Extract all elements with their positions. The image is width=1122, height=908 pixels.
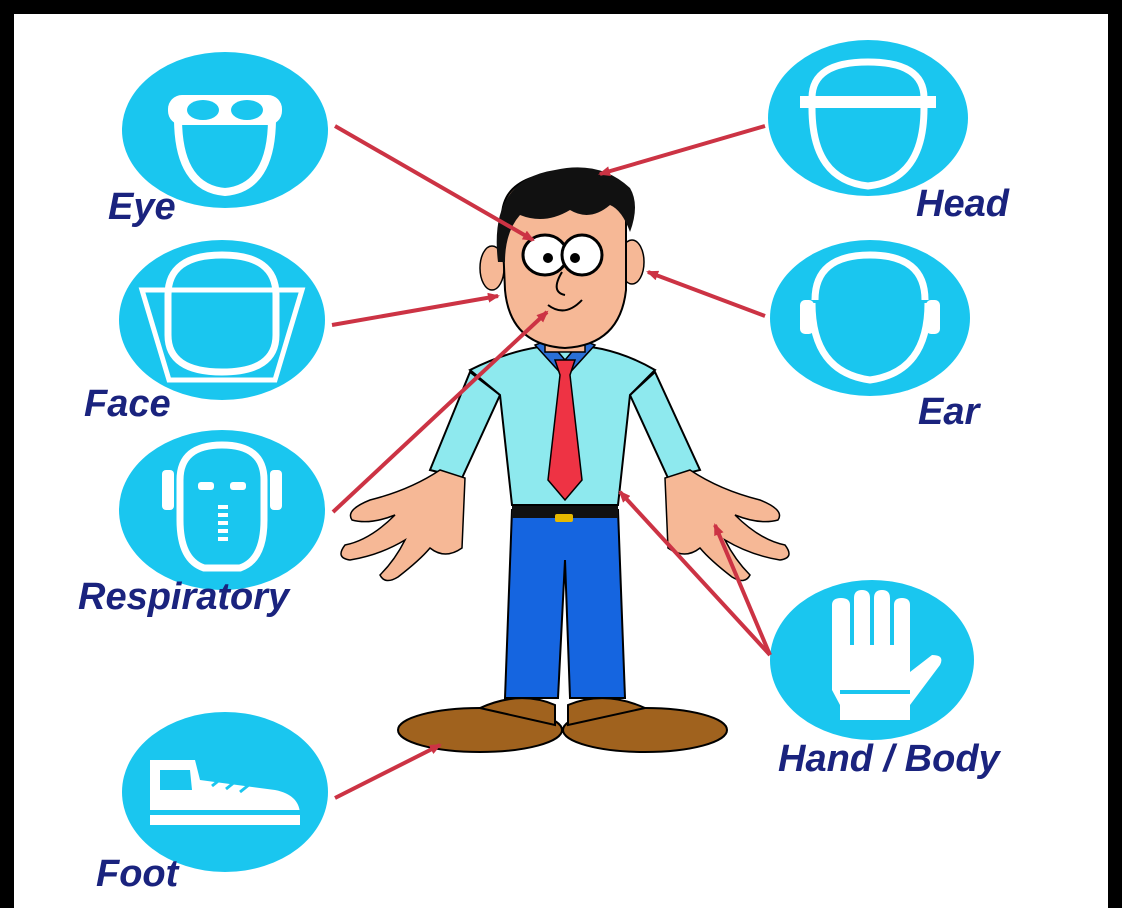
foot-label: Foot	[96, 855, 178, 893]
face-arrow	[332, 296, 498, 325]
eye-arrow	[335, 126, 533, 240]
ear-muffs-icon	[770, 240, 970, 396]
respiratory-label: Respiratory	[78, 578, 289, 616]
safety-boot-icon	[122, 712, 328, 872]
ear-arrow	[648, 272, 765, 316]
foot-arrow	[335, 745, 440, 798]
glove-icon	[770, 580, 974, 740]
eye-label: Eye	[108, 188, 176, 226]
head-label: Head	[916, 185, 1009, 223]
face-shield-icon	[119, 240, 325, 400]
goggles-icon	[122, 52, 328, 208]
person-illustration	[341, 167, 789, 752]
ear-label: Ear	[918, 393, 979, 431]
hand-body-label: Hand / Body	[778, 740, 1000, 778]
face-label: Face	[84, 385, 171, 423]
respirator-icon	[119, 430, 325, 590]
head-arrow	[600, 126, 765, 174]
hard-hat-icon	[768, 40, 968, 196]
